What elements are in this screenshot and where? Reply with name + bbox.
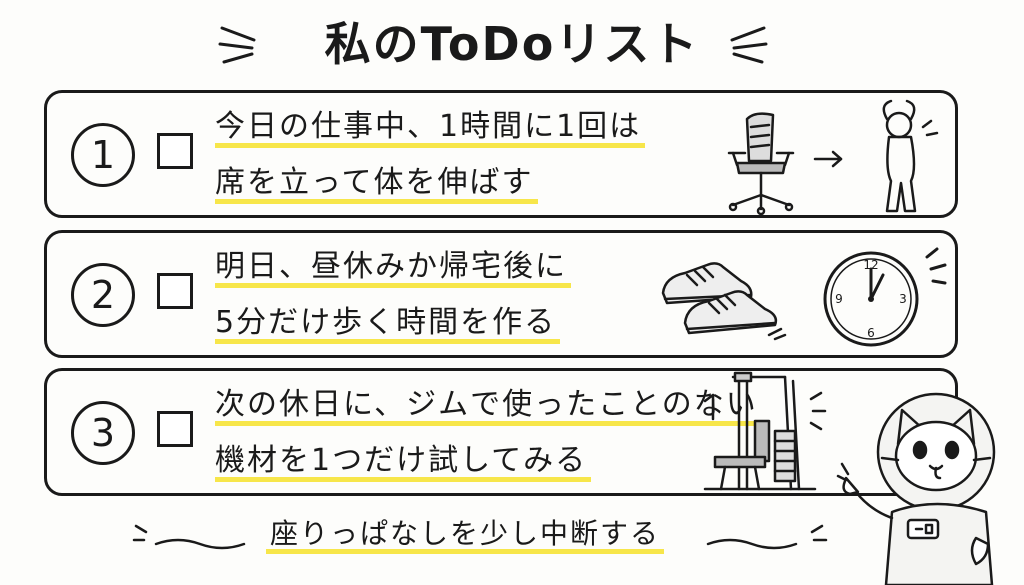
footer-message: 座りっぱなしを少し中断する <box>0 512 930 556</box>
page-title: 私のToDoリスト <box>324 17 700 71</box>
sneakers-icon <box>661 262 787 341</box>
office-chair-stretch-icon <box>727 99 939 216</box>
clock-label-9: 9 <box>835 292 843 306</box>
clock-icon: 12 3 6 9 <box>823 247 947 347</box>
task-text-line-2: 席を立って体を伸ばす <box>215 163 538 204</box>
task-text-line-2: 機材を1つだけ試してみる <box>215 441 592 482</box>
title-sparkle-left-icon <box>218 26 256 64</box>
task-card-2: 2 明日、昼休みか帰宅後に 5分だけ歩く時間を作る 12 3 6 9 <box>44 230 958 358</box>
gym-machine-icon <box>703 371 827 491</box>
title-sparkle-right-icon <box>730 26 768 64</box>
task-text-line-1: 今日の仕事中、1時間に1回は <box>215 107 646 148</box>
task-text-line-1: 次の休日に、ジムで使ったことのない <box>215 385 762 426</box>
task-number: 3 <box>71 401 135 465</box>
task-card-1: 1 今日の仕事中、1時間に1回は 席を立って体を伸ばす <box>44 90 958 218</box>
clock-label-3: 3 <box>899 292 907 306</box>
task-checkbox[interactable] <box>157 133 193 169</box>
task-text-line-2: 5分だけ歩く時間を作る <box>215 303 561 344</box>
astronaut-cat-mascot-icon <box>836 392 996 585</box>
footer-deco-left-icon <box>132 524 246 550</box>
task-number: 1 <box>71 123 135 187</box>
task-text-line-1: 明日、昼休みか帰宅後に <box>215 247 571 288</box>
clock-label-6: 6 <box>867 326 875 340</box>
clock-label-12: 12 <box>863 258 878 272</box>
footer-deco-right-icon <box>706 524 828 550</box>
task-number: 2 <box>71 263 135 327</box>
task-checkbox[interactable] <box>157 273 193 309</box>
task-card-3: 3 次の休日に、ジムで使ったことのない 機材を1つだけ試してみる <box>44 368 958 496</box>
task-checkbox[interactable] <box>157 411 193 447</box>
